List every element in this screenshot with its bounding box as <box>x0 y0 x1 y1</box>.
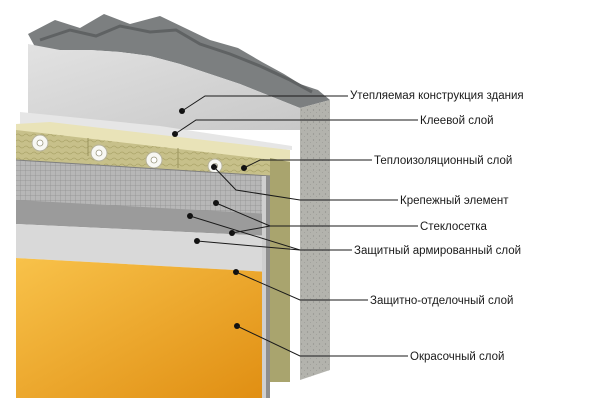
dowel-icon <box>90 144 108 162</box>
label-insulation: Теплоизоляционный слой <box>374 155 512 167</box>
glue-layer <box>20 112 292 150</box>
label-mesh: Стеклосетка <box>420 221 488 233</box>
label-finish: Защитно-отделочный слой <box>370 295 513 307</box>
leaders <box>172 95 418 357</box>
paint-layer <box>16 258 270 398</box>
label-glue: Клеевой слой <box>420 115 494 127</box>
label-structure: Утепляемая конструкция здания <box>350 90 524 102</box>
structure-rough-top <box>28 14 330 108</box>
dowel-icon <box>31 134 49 152</box>
finish-layer <box>16 224 270 272</box>
label-reinforced: Защитный армированный слой <box>354 245 521 257</box>
structure-side <box>300 100 330 380</box>
building-structure <box>28 14 330 380</box>
structure-face <box>28 44 300 130</box>
labels: Утепляемая конструкция здания Клеевой сл… <box>350 90 524 363</box>
dowel-icon <box>145 151 163 169</box>
label-paint: Окрасочный слой <box>410 351 504 363</box>
label-fastener: Крепежный элемент <box>400 195 509 207</box>
